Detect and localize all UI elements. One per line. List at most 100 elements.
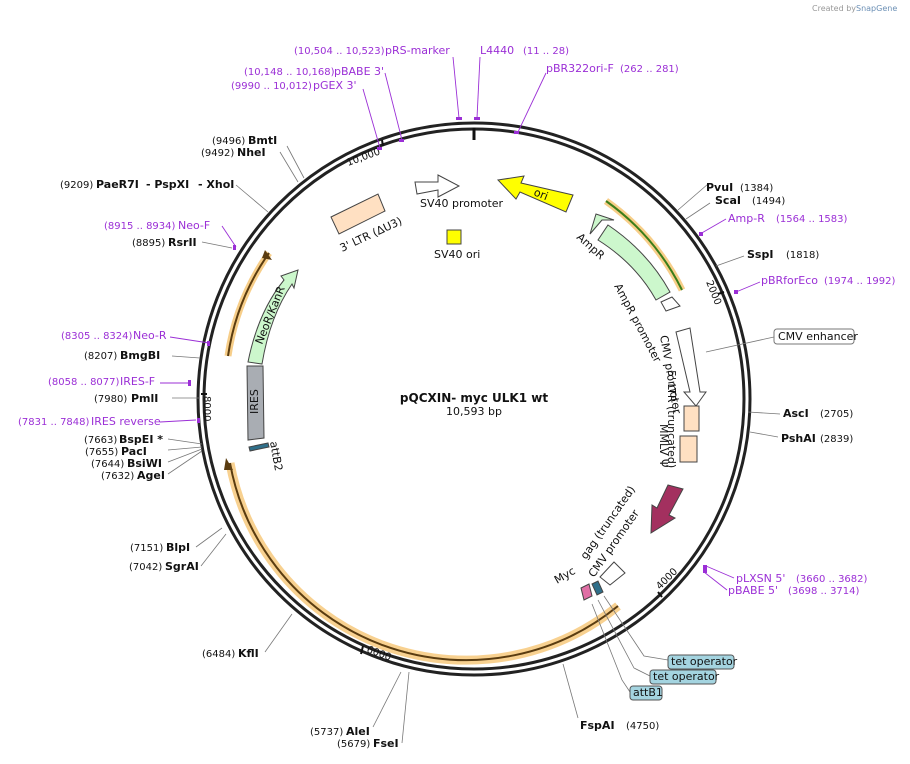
attb1-label: attB1 xyxy=(633,686,663,699)
site-pvui-pos: (1384) xyxy=(740,183,773,194)
cmv-enhancer-leader xyxy=(705,336,775,353)
site-pmli-name: PmlI xyxy=(131,392,158,405)
ampr-promoter-feature[interactable] xyxy=(660,296,681,312)
ires-feature[interactable] xyxy=(246,365,265,441)
site-sspi-pos: (1818) xyxy=(786,250,819,261)
tet-operator-feature[interactable] xyxy=(591,580,604,596)
primer-pbr322-name: pBR322ori-F xyxy=(546,62,614,75)
site-fspai-name: FspAI xyxy=(580,719,615,732)
site-bsiwi-name: BsiWI xyxy=(127,457,162,470)
site-blpi-pos: (7151) xyxy=(130,543,163,554)
site-rsrii-name: RsrII xyxy=(168,236,197,249)
primer-neor-pos: (8305 .. 8324) xyxy=(61,331,133,342)
tick-6000 xyxy=(360,645,364,655)
cmv-enhancer-box[interactable] xyxy=(773,328,855,345)
primer-prs-pos: (10,504 .. 10,523) xyxy=(294,46,385,57)
neor-kanr-label: NeoR/KanR xyxy=(253,284,288,346)
sv40-promoter-feature[interactable] xyxy=(414,174,461,198)
primer-iresf-name: IRES-F xyxy=(120,375,155,388)
sv40-ori-feature[interactable] xyxy=(446,229,462,245)
primer-pbrforeco-pos: (1974 .. 1992) xyxy=(824,276,896,287)
primer-plxsn-name: pLXSN 5' xyxy=(736,572,785,585)
tick-label-10000: 10,000 xyxy=(345,147,382,169)
primer-pgex3-pos: (9990 .. 10,012) xyxy=(231,81,312,92)
neor-kanr-feature[interactable] xyxy=(247,269,299,365)
site-bmti-name: BmtI xyxy=(248,134,277,147)
tick-label-8000: 8000 xyxy=(201,396,212,421)
mmlv-psi-label: MMLV Ψ xyxy=(657,424,670,468)
myc-label: Myc xyxy=(552,564,578,586)
plasmid-name: pQCXIN- myc ULK1 wt xyxy=(400,391,548,405)
primer-neof-name: Neo-F xyxy=(178,219,210,232)
plasmid-size: 10,593 bp xyxy=(446,405,502,418)
gag-feature[interactable] xyxy=(650,484,684,534)
site-scai-pos: (1494) xyxy=(752,196,785,207)
ires-label: IRES xyxy=(248,389,261,414)
credit-text: Created by xyxy=(812,4,856,13)
cmv-enhancer-label: CMV enhancer xyxy=(778,330,858,343)
tick-4000 xyxy=(657,591,663,598)
primer-pbabe3-name: pBABE 3' xyxy=(334,65,384,78)
site-agei-pos: (7632) xyxy=(101,471,134,482)
site-alei-pos: (5737) xyxy=(310,727,343,738)
ampr-orf-line xyxy=(605,200,683,291)
primer-iresrev-pos: (7831 .. 7848) xyxy=(18,417,90,428)
mmlv-psi-feature[interactable] xyxy=(679,435,698,463)
site-blpi-name: BlpI xyxy=(166,541,190,554)
primer-pbr322-pos: (262 .. 281) xyxy=(620,64,679,75)
sv40-ori-label: SV40 ori xyxy=(434,248,480,261)
neor-orf-line xyxy=(227,252,270,357)
site-kfli-name: KflI xyxy=(238,647,259,660)
site-fsei-name: FseI xyxy=(373,737,399,750)
ulk1-orf-highlight xyxy=(225,462,621,665)
site-bspei-name: BspEI * xyxy=(119,433,163,446)
primer-pbabe5-name: pBABE 5' xyxy=(728,584,778,597)
ori-label: ori xyxy=(532,186,550,203)
site-bmgbi-pos: (8207) xyxy=(84,351,117,362)
primer-prs-name: pRS-marker xyxy=(385,44,450,57)
tet-operator-box-2[interactable] xyxy=(649,669,717,685)
ltr3-feature[interactable] xyxy=(330,193,386,235)
tet-operator-box-1[interactable] xyxy=(667,654,735,670)
site-rsrii-pos: (8895) xyxy=(132,238,165,249)
site-sspi-name: SspI xyxy=(747,248,773,261)
site-pspxi-name: - PspXI xyxy=(146,178,189,191)
primer-l4440-name: L4440 xyxy=(480,44,514,57)
tick-label-2000: 2000 xyxy=(703,279,723,307)
primer-pbrforeco-name: pBRforEco xyxy=(761,274,818,287)
ltr5-feature[interactable] xyxy=(683,405,700,432)
primer-pgex3-name: pGEX 3' xyxy=(313,79,357,92)
site-leaders xyxy=(167,145,781,744)
site-paci-pos: (7655) xyxy=(85,447,118,458)
site-asci-pos: (2705) xyxy=(820,409,853,420)
site-pmli-pos: (7980) xyxy=(94,394,127,405)
site-paer7i-pos: (9209) xyxy=(60,180,93,191)
site-sgrai-name: SgrAI xyxy=(165,560,199,573)
site-nhei-pos: (9492) xyxy=(201,148,234,159)
site-asci-name: AscI xyxy=(783,407,809,420)
site-sgrai-pos: (7042) xyxy=(129,562,162,573)
site-alei-name: AleI xyxy=(346,725,370,738)
tag-leaders xyxy=(591,595,669,693)
myc-feature[interactable] xyxy=(580,583,593,601)
site-agei-name: AgeI xyxy=(137,469,165,482)
tet-operator-label-2: tet operator xyxy=(653,670,720,683)
ori-feature[interactable] xyxy=(496,175,574,213)
tick-10000 xyxy=(381,139,384,147)
sv40-promoter-label: SV40 promoter xyxy=(420,197,504,210)
site-fspai-pos: (4750) xyxy=(626,721,659,732)
site-pshai-pos: (2839) xyxy=(820,434,853,445)
ampr-arrowhead xyxy=(589,213,615,235)
cmv-promoter2-feature[interactable] xyxy=(599,561,626,586)
ampr-feature[interactable] xyxy=(597,224,671,301)
site-bmti-pos: (9496) xyxy=(212,136,245,147)
attb2-feature[interactable] xyxy=(248,442,270,452)
primer-l4440-pos: (11 .. 28) xyxy=(523,46,569,57)
attb1-box[interactable] xyxy=(629,685,663,701)
site-fsei-pos: (5679) xyxy=(337,739,370,750)
cmv-promoter-feature[interactable] xyxy=(675,327,707,407)
site-pshai-name: PshAI xyxy=(781,432,816,445)
primer-plxsn-pos: (3660 .. 3682) xyxy=(796,574,868,585)
